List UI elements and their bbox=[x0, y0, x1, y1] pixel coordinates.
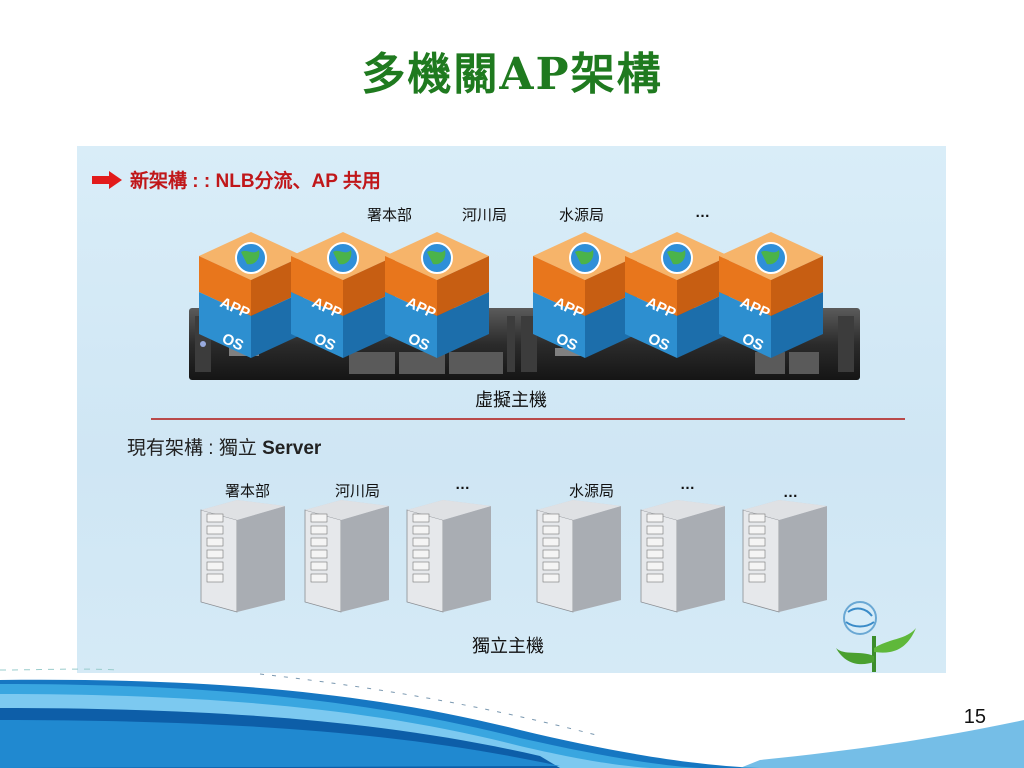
globe-sprout-logo bbox=[836, 601, 916, 673]
arrow-right-icon bbox=[92, 170, 122, 189]
footer-swoosh-decoration bbox=[0, 668, 1024, 768]
tower-server-3 bbox=[406, 500, 491, 613]
tower-server-6 bbox=[742, 500, 827, 613]
tower-server-4 bbox=[536, 500, 621, 613]
current-architecture-heading-text: 現有架構 : 獨立 bbox=[127, 438, 263, 459]
agency-label-river-vm: 河川局 bbox=[462, 207, 508, 224]
tower-server-1 bbox=[200, 500, 285, 613]
agency-label-more-server-2: … bbox=[680, 476, 695, 493]
agency-label-water-vm: 水源局 bbox=[559, 207, 605, 224]
agency-label-water-server: 水源局 bbox=[569, 483, 615, 500]
agency-label-hq-server: 署本部 bbox=[225, 483, 271, 500]
agency-label-more-server-1: … bbox=[455, 476, 470, 493]
section-divider bbox=[151, 418, 905, 420]
agency-label-hq-vm: 署本部 bbox=[367, 207, 413, 224]
page-number: 15 bbox=[963, 706, 986, 728]
slide-title: 多機關AP架構 bbox=[361, 49, 663, 100]
new-architecture-heading: 新架構 : : NLB分流、AP 共用 bbox=[92, 166, 381, 193]
current-architecture-heading-bold: Server bbox=[262, 438, 322, 459]
agency-label-more-vm: … bbox=[695, 204, 710, 221]
standalone-host-caption: 獨立主機 bbox=[472, 636, 544, 656]
tower-server-2 bbox=[304, 500, 389, 613]
current-architecture-heading: 現有架構 : 獨立 Server bbox=[127, 433, 321, 460]
agency-label-more-server-3: … bbox=[783, 484, 798, 501]
agency-label-river-server: 河川局 bbox=[335, 483, 381, 500]
virtual-host-caption: 虛擬主機 bbox=[475, 390, 547, 410]
tower-server-5 bbox=[640, 500, 725, 613]
new-architecture-heading-text: 新架構 : : NLB分流、AP 共用 bbox=[130, 171, 381, 192]
